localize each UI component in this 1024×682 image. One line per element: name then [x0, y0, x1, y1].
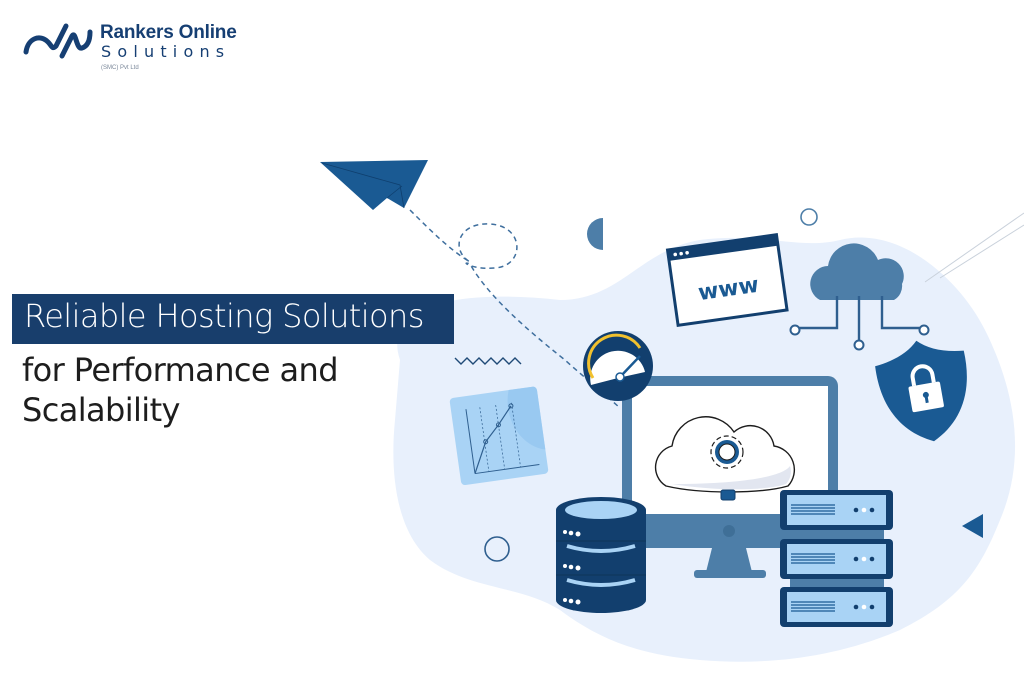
- decor-line: [924, 212, 1024, 283]
- headline-line-2: for Performance and: [22, 351, 339, 389]
- browser-window-icon: www: [665, 233, 789, 327]
- database-icon: [556, 497, 646, 613]
- cloud-gear-icon: [654, 416, 795, 501]
- chart-card-icon: [449, 386, 549, 486]
- brand-logo[interactable]: Rankers Online Solutions (SMC) Pvt Ltd: [22, 18, 262, 78]
- server-rack-icon: [780, 490, 893, 627]
- triangle-shape: [962, 514, 983, 538]
- ring-shape: [484, 536, 510, 562]
- headline-line-3: Scalability: [22, 391, 180, 429]
- decor-line: [939, 224, 1024, 279]
- logo-mark-icon: [23, 23, 93, 59]
- speedometer-icon: [583, 331, 653, 401]
- headline-highlight-box: Reliable Hosting Solutions: [12, 294, 454, 344]
- half-circle-shape: [587, 218, 603, 250]
- cloud-network-icon: [789, 243, 930, 351]
- brand-subtitle: Solutions: [101, 42, 231, 61]
- headline-highlight-text: Reliable Hosting Solutions: [24, 297, 424, 335]
- paper-plane-icon: [320, 160, 428, 210]
- shield-lock-icon: [875, 340, 967, 442]
- ring-shape: [800, 208, 818, 226]
- brand-name: Rankers Online: [100, 22, 237, 43]
- zigzag-shape: [454, 357, 522, 365]
- brand-legal-suffix: (SMC) Pvt Ltd: [101, 65, 139, 71]
